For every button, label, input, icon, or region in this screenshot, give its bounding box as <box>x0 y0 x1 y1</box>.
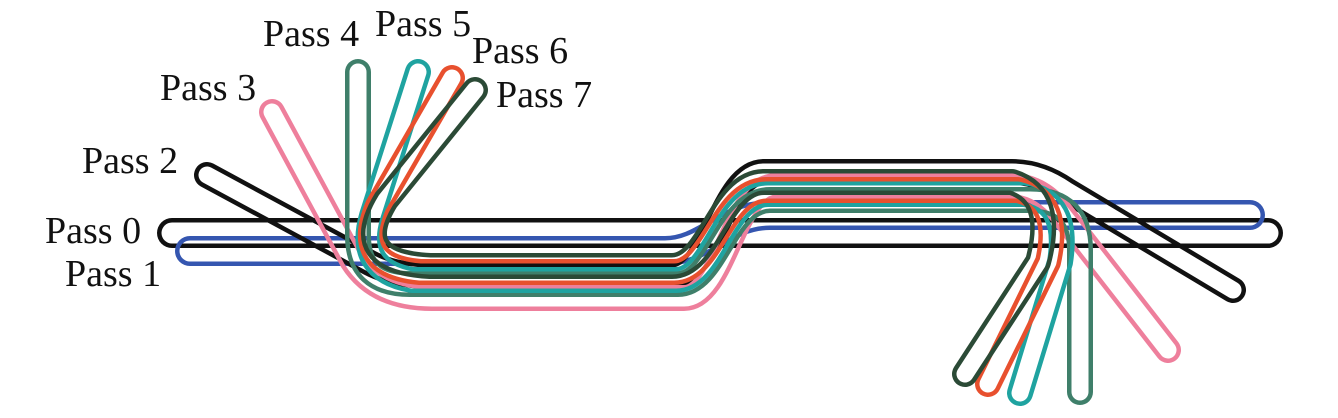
label-pass-0: Pass 0 <box>45 210 141 252</box>
label-pass-7: Pass 7 <box>496 74 592 116</box>
pass-7-tube <box>360 76 1058 388</box>
label-pass-4: Pass 4 <box>263 13 359 55</box>
label-pass-6: Pass 6 <box>472 30 568 72</box>
label-pass-2: Pass 2 <box>82 140 178 182</box>
label-pass-5: Pass 5 <box>375 3 471 45</box>
label-pass-3: Pass 3 <box>160 67 256 109</box>
label-pass-1: Pass 1 <box>65 253 161 295</box>
